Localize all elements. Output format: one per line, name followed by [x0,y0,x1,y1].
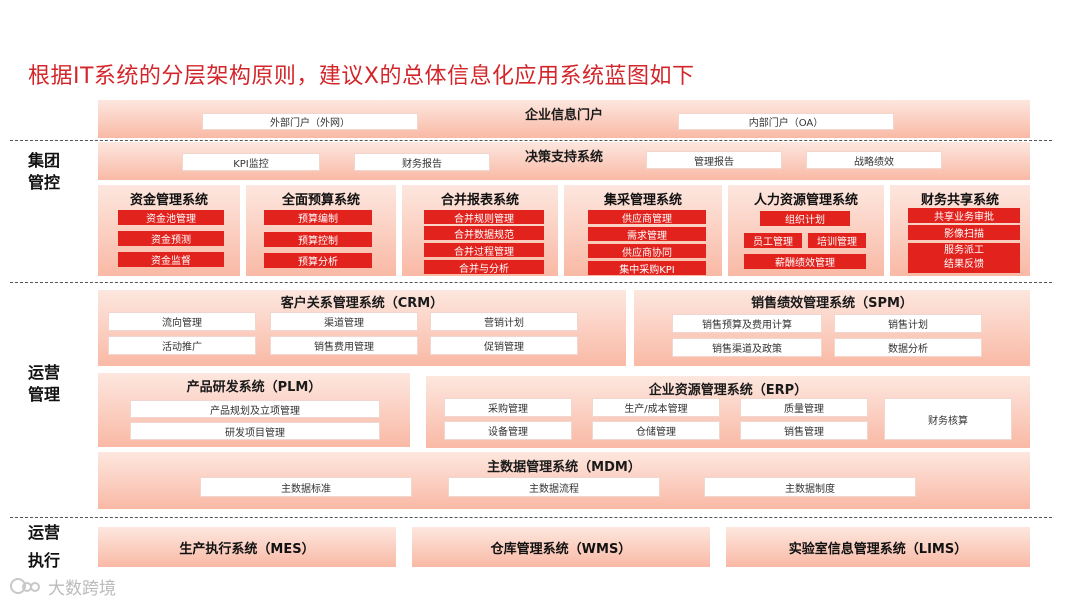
wms-box: 仓库管理系统（WMS） [412,527,710,567]
plm-item: 研发项目管理 [130,422,380,440]
consolidation-item: 合并规则管理 [424,210,544,225]
crm-item: 渠道管理 [270,312,418,331]
mdm-item: 主数据流程 [448,477,660,497]
procurement-item: 需求管理 [588,227,706,242]
spm-item: 销售计划 [834,314,982,333]
crm-title: 客户关系管理系统（CRM） [280,296,444,311]
mdm-band: 主数据管理系统（MDM） 主数据标准 主数据流程 主数据制度 [98,452,1030,509]
watermark-text: 大数跨境 [48,579,116,599]
side-label-group: 集团 管控 [28,151,61,192]
decision-band: 决策支持系统 KPI监控 财务报告 管理报告 战略绩效 [98,142,1030,180]
system-box-hr: 人力资源管理系统 组织计划 员工管理 培训管理 薪酬绩效管理 [728,185,884,276]
plm-title: 产品研发系统（PLM） [186,380,322,395]
page-title: 根据IT系统的分层架构原则，建议X的总体信息化应用系统蓝图如下 [28,64,695,89]
side-label-ops: 运营 管理 [28,363,61,404]
fund-item: 资金池管理 [118,210,224,225]
crm-item: 流向管理 [108,312,256,331]
system-box-consolidation: 合并报表系统 合并规则管理 合并数据规范 合并过程管理 合并与分析 [402,185,558,276]
decision-title: 决策支持系统 [524,150,603,165]
hr-item: 员工管理 [744,233,802,248]
decision-item: KPI监控 [182,153,320,171]
consolidation-item: 合并数据规范 [424,226,544,241]
portal-band: 企业信息门户 外部门户（外网） 内部门户（OA） [98,100,1030,138]
erp-item: 仓储管理 [592,421,720,440]
erp-item-finance: 财务核算 [884,398,1012,440]
erp-title: 企业资源管理系统（ERP） [648,383,808,398]
external-portal-box: 外部门户（外网） [202,113,418,130]
shared-finance-item: 影像扫描 [908,225,1020,240]
budget-item: 预算编制 [264,210,372,225]
separator-ops [10,282,1052,283]
consolidation-item: 合并过程管理 [424,243,544,258]
decision-item: 财务报告 [354,153,490,171]
separator-group [10,140,1052,141]
hr-item: 培训管理 [808,233,866,248]
erp-box: 企业资源管理系统（ERP） 采购管理 生产/成本管理 质量管理 设备管理 仓储管… [426,376,1030,448]
portal-title: 企业信息门户 [524,108,603,123]
system-box-shared-finance: 财务共享系统 共享业务审批 影像扫描 服务派工 结果反馈 [890,185,1030,276]
crm-item: 活动推广 [108,336,256,355]
spm-title: 销售绩效管理系统（SPM） [751,296,913,311]
erp-item: 采购管理 [444,398,572,417]
logo-icon [10,576,44,598]
spm-item: 数据分析 [834,338,982,357]
crm-box: 客户关系管理系统（CRM） 流向管理 渠道管理 营销计划 活动推广 销售费用管理… [98,290,626,366]
spm-box: 销售绩效管理系统（SPM） 销售预算及费用计算 销售计划 销售渠道及政策 数据分… [634,290,1030,366]
erp-item: 质量管理 [740,398,868,417]
hr-item: 薪酬绩效管理 [744,254,866,269]
shared-finance-item-dispatch: 服务派工 结果反馈 [908,243,1020,273]
erp-item: 设备管理 [444,421,572,440]
mdm-item: 主数据标准 [200,477,412,497]
internal-portal-box: 内部门户（OA） [678,113,894,130]
hr-item: 组织计划 [760,211,850,226]
mdm-title: 主数据管理系统（MDM） [487,460,641,475]
decision-item: 管理报告 [646,151,782,169]
lims-box: 实验室信息管理系统（LIMS） [726,527,1030,567]
crm-item: 销售费用管理 [270,336,418,355]
fund-item: 资金预测 [118,231,224,246]
procurement-item: 供应商管理 [588,210,706,225]
mes-box: 生产执行系统（MES） [98,527,396,567]
consolidation-item: 合并与分析 [424,260,544,275]
shared-finance-item: 共享业务审批 [908,208,1020,223]
procurement-item: 集中采购KPI [588,261,706,276]
spm-item: 销售渠道及政策 [672,338,822,357]
plm-box: 产品研发系统（PLM） 产品规划及立项管理 研发项目管理 [98,373,410,447]
budget-item: 预算分析 [264,253,372,268]
plm-item: 产品规划及立项管理 [130,400,380,418]
procurement-item: 供应商协同 [588,244,706,259]
mdm-item: 主数据制度 [704,477,916,497]
watermark-logo: 大数跨境 [10,574,116,599]
side-label-exec: 运营 执行 [28,523,61,570]
system-box-procurement: 集采管理系统 供应商管理 需求管理 供应商协同 集中采购KPI [564,185,722,276]
separator-exec [10,517,1052,518]
decision-item: 战略绩效 [806,151,942,169]
system-box-fund: 资金管理系统 资金池管理 资金预测 资金监督 [98,185,240,276]
system-box-budget: 全面预算系统 预算编制 预算控制 预算分析 [246,185,396,276]
crm-item: 促销管理 [430,336,578,355]
spm-item: 销售预算及费用计算 [672,314,822,333]
erp-item: 生产/成本管理 [592,398,720,417]
erp-item: 销售管理 [740,421,868,440]
fund-item: 资金监督 [118,252,224,267]
crm-item: 营销计划 [430,312,578,331]
budget-item: 预算控制 [264,232,372,247]
